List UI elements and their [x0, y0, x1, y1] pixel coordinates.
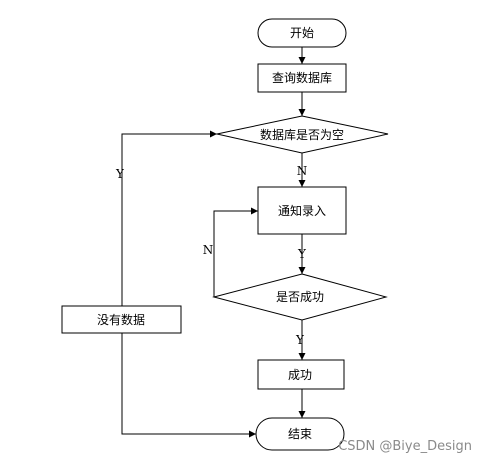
edge-label-success-y: Y — [295, 333, 305, 347]
node-end: 结束 — [255, 417, 345, 451]
edges — [121, 47, 306, 438]
node-check-success: 是否成功 — [212, 273, 388, 321]
edge-retry-loop — [213, 207, 258, 297]
edge-label-notify-y: Y — [297, 247, 307, 261]
node-check-empty: 数据库是否为空 — [216, 115, 389, 154]
node-notify-label: 通知录入 — [278, 204, 326, 218]
edge-label-empty-no: N — [297, 164, 308, 178]
edge-no-data-to-end — [121, 333, 256, 438]
node-start: 开始 — [257, 18, 347, 48]
node-no-data: 没有数据 — [61, 305, 182, 334]
edge-label-empty-yes: Y — [115, 167, 125, 181]
node-check-success-label: 是否成功 — [276, 290, 324, 304]
node-start-label: 开始 — [290, 26, 314, 40]
node-no-data-label: 没有数据 — [97, 312, 145, 327]
node-success: 成功 — [257, 359, 345, 390]
edge-label-retry-n: N — [203, 243, 214, 257]
node-success-label: 成功 — [288, 368, 312, 382]
node-notify: 通知录入 — [257, 186, 347, 235]
node-query-label: 查询数据库 — [272, 70, 332, 85]
node-end-label: 结束 — [288, 427, 312, 441]
node-query: 查询数据库 — [257, 63, 347, 93]
node-check-empty-label: 数据库是否为空 — [260, 127, 344, 142]
watermark: CSDN @Biye_Design — [338, 439, 472, 454]
edge-empty-to-no-data — [121, 133, 217, 306]
